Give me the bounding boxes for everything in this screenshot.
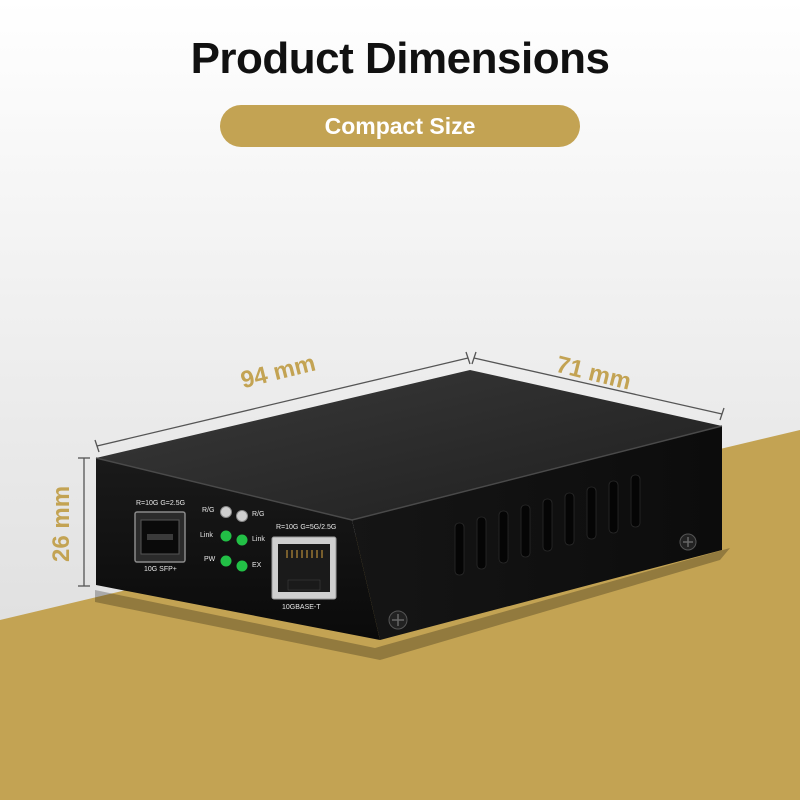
led-label-link-left: Link [200, 532, 213, 539]
screw-icon [388, 610, 408, 630]
sfp-port [134, 511, 186, 563]
height-dimension-label: 26 mm [48, 485, 75, 562]
screw-icon [679, 533, 697, 551]
led-indicator-icon [220, 530, 248, 572]
device-edge-highlight [95, 425, 723, 521]
subtitle-badge: Compact Size [220, 105, 580, 147]
led-label-link-right: Link [252, 536, 265, 543]
led-label-rg-left: R/G [202, 507, 215, 514]
device-side-panel [352, 426, 722, 640]
rj45-speed-label: R=10G G=5G/2.5G [276, 524, 337, 531]
rj45-port-label: 10GBASE-T [282, 604, 321, 611]
led-label-pw: PW [204, 556, 216, 563]
led-indicator-icon [220, 506, 248, 522]
side-vents [454, 474, 641, 576]
led-label-ex: EX [252, 562, 262, 569]
led-label-rg-right: R/G [252, 511, 265, 518]
sfp-port-label: 10G SFP+ [144, 566, 177, 573]
page-title: Product Dimensions [190, 34, 610, 83]
device-top-panel [96, 370, 722, 520]
dimension-lines [78, 351, 725, 587]
rj45-port [271, 536, 337, 600]
device-shadow [95, 548, 730, 660]
sfp-speed-label: R=10G G=2.5G [136, 500, 186, 507]
